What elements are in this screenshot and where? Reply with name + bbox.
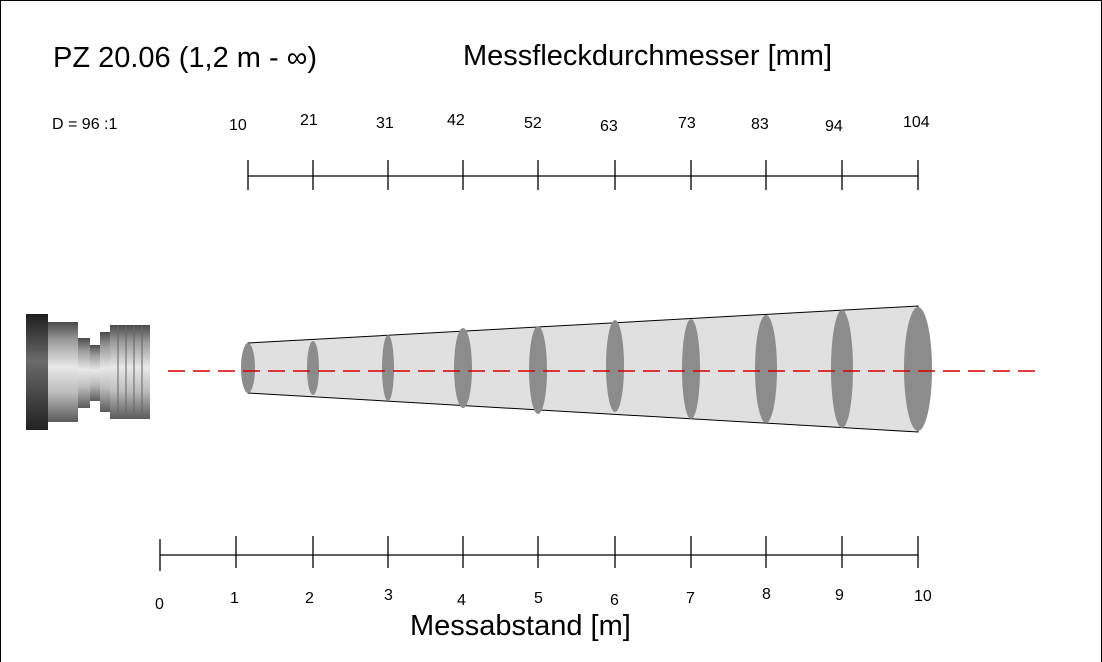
distance-label: 4: [457, 592, 466, 609]
distance-label: 9: [835, 587, 844, 604]
spot-diameter-label: 94: [825, 118, 843, 135]
distance-label: 10: [914, 588, 932, 605]
spot-ellipse: [382, 335, 394, 401]
model-title: PZ 20.06 (1,2 m - ∞): [53, 42, 318, 74]
spot-diameter-label: 31: [376, 115, 394, 132]
spot-ellipse: [454, 328, 472, 408]
spot-ellipse: [682, 319, 700, 419]
beam-cone: [247, 305, 919, 433]
spot-diameter-scale: [247, 160, 919, 190]
spot-diameter-heading: Messfleckdurchmesser [mm]: [463, 40, 833, 72]
spot-diameter-label: 52: [524, 115, 542, 132]
distance-label: 0: [155, 596, 164, 613]
distance-label: 2: [305, 590, 314, 607]
spot-diameter-label: 83: [751, 116, 769, 133]
spot-diameter-label: 21: [300, 112, 318, 129]
spot-diameter-label: 73: [678, 115, 696, 132]
distance-ratio-label: D = 96 :1: [52, 116, 118, 133]
distance-axis-title: Messabstand [m]: [410, 610, 631, 642]
spot-ellipse: [606, 320, 624, 412]
distance-label: 8: [762, 586, 771, 603]
spot-ellipse: [831, 310, 853, 428]
distance-label: 6: [610, 592, 619, 609]
spot-ellipse: [904, 307, 932, 431]
distance-label: 7: [686, 590, 695, 607]
distance-scale: [159, 536, 919, 571]
pyrometer-sensor-icon: [26, 314, 150, 430]
spot-diameter-label: 104: [903, 114, 930, 131]
spot-ellipse: [307, 341, 319, 395]
distance-label: 1: [230, 590, 239, 607]
spot-diameter-label: 42: [447, 112, 465, 129]
spot-ellipse: [755, 315, 777, 423]
distance-label: 3: [384, 587, 393, 604]
spot-ellipse: [529, 326, 547, 414]
spot-diameter-label: 10: [229, 117, 247, 134]
distance-label: 5: [534, 590, 543, 607]
spot-ellipses: [241, 307, 932, 431]
spot-diameter-label: 63: [600, 118, 618, 135]
spot-ellipse: [241, 343, 255, 393]
